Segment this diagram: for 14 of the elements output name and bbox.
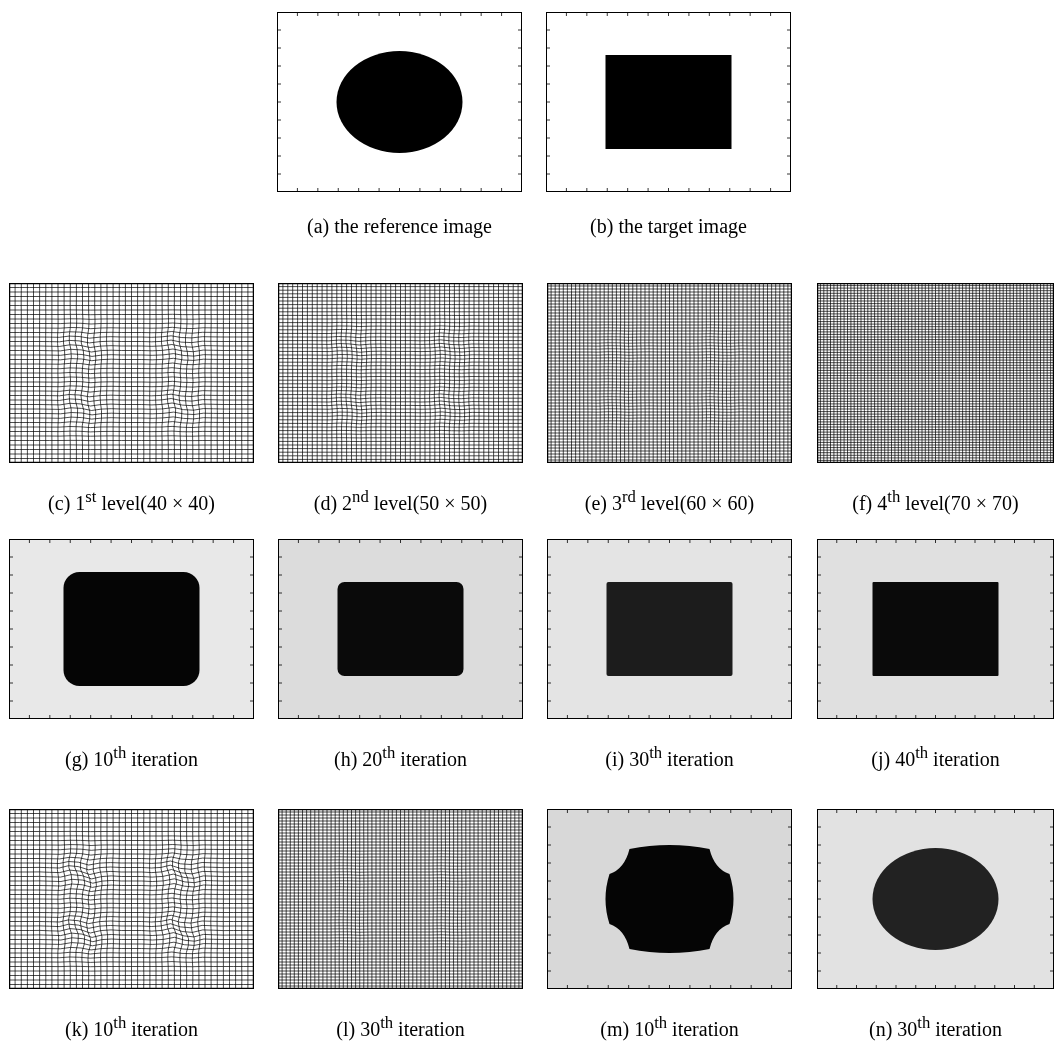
subfigure-caption: (m) 10$^{th}$ iteration <box>600 1012 739 1041</box>
subfigure-caption: (e) 3$^{rd}$ level(60 × 60) <box>584 486 755 515</box>
subfigure-caption: (d) 2$^{nd}$ level(50 × 50) <box>313 486 488 515</box>
subfigure-caption: (b) the target image <box>590 214 747 238</box>
subfigure-caption: (l) 30$^{th}$ iteration <box>336 1012 465 1041</box>
subfigure-caption: (c) 1$^{st}$ level(40 × 40) <box>48 486 215 515</box>
subfigure-caption: (a) the reference image <box>307 214 492 238</box>
subfigure-caption: (f) 4$^{th}$ level(70 × 70) <box>852 486 1019 515</box>
subfigure-caption: (i) 30$^{th}$ iteration <box>605 742 734 771</box>
subfigure-caption: (h) 20$^{th}$ iteration <box>334 742 467 771</box>
subfigure-caption: (j) 40$^{th}$ iteration <box>871 742 1000 771</box>
subfigure-caption: (k) 10$^{th}$ iteration <box>65 1012 198 1041</box>
subfigure-caption: (n) 30$^{th}$ iteration <box>869 1012 1002 1041</box>
subfigure-caption: (g) 10$^{th}$ iteration <box>65 742 198 771</box>
